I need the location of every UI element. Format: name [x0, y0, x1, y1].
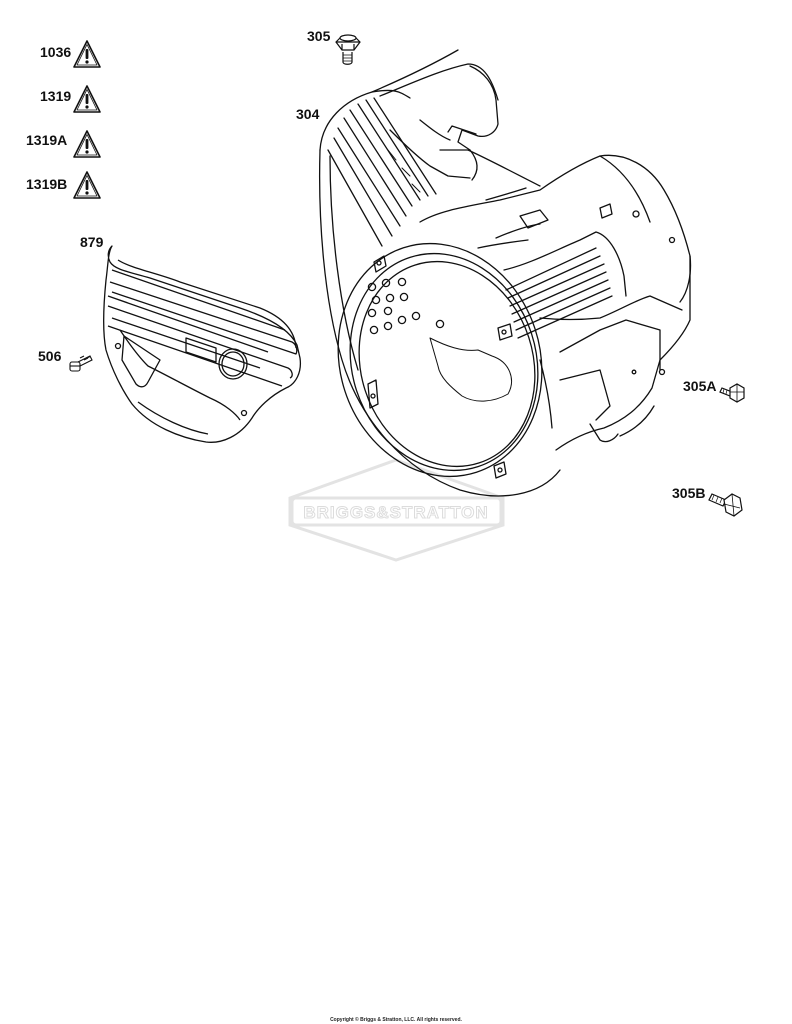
callout-1319b: 1319B [26, 176, 68, 192]
callout-1036: 1036 [40, 44, 72, 60]
callout-304: 304 [296, 106, 320, 122]
bolt-305 [335, 34, 361, 65]
warning-triangle-icon [73, 171, 101, 199]
warning-triangle-icon [73, 130, 101, 158]
callout-879: 879 [80, 234, 104, 250]
side-cover-879 [103, 245, 302, 443]
callout-305b: 305B [672, 485, 706, 501]
watermark-logo [288, 458, 505, 562]
warning-triangle-icon [73, 40, 101, 68]
watermark-text: BRIGGS&STRATTON [303, 503, 488, 522]
callout-1319: 1319 [40, 88, 72, 104]
callout-506: 506 [38, 348, 62, 364]
callout-305: 305 [307, 28, 331, 44]
bolt-305b [708, 493, 743, 517]
bolt-305a [719, 383, 745, 403]
callout-1319a: 1319A [26, 132, 68, 148]
copyright-text: Copyright © Briggs & Stratton, LLC. All … [330, 1016, 462, 1023]
warning-triangle-icon [73, 85, 101, 113]
screw-506 [69, 355, 93, 372]
blower-housing-304 [318, 49, 692, 497]
callout-305a: 305A [683, 378, 717, 394]
